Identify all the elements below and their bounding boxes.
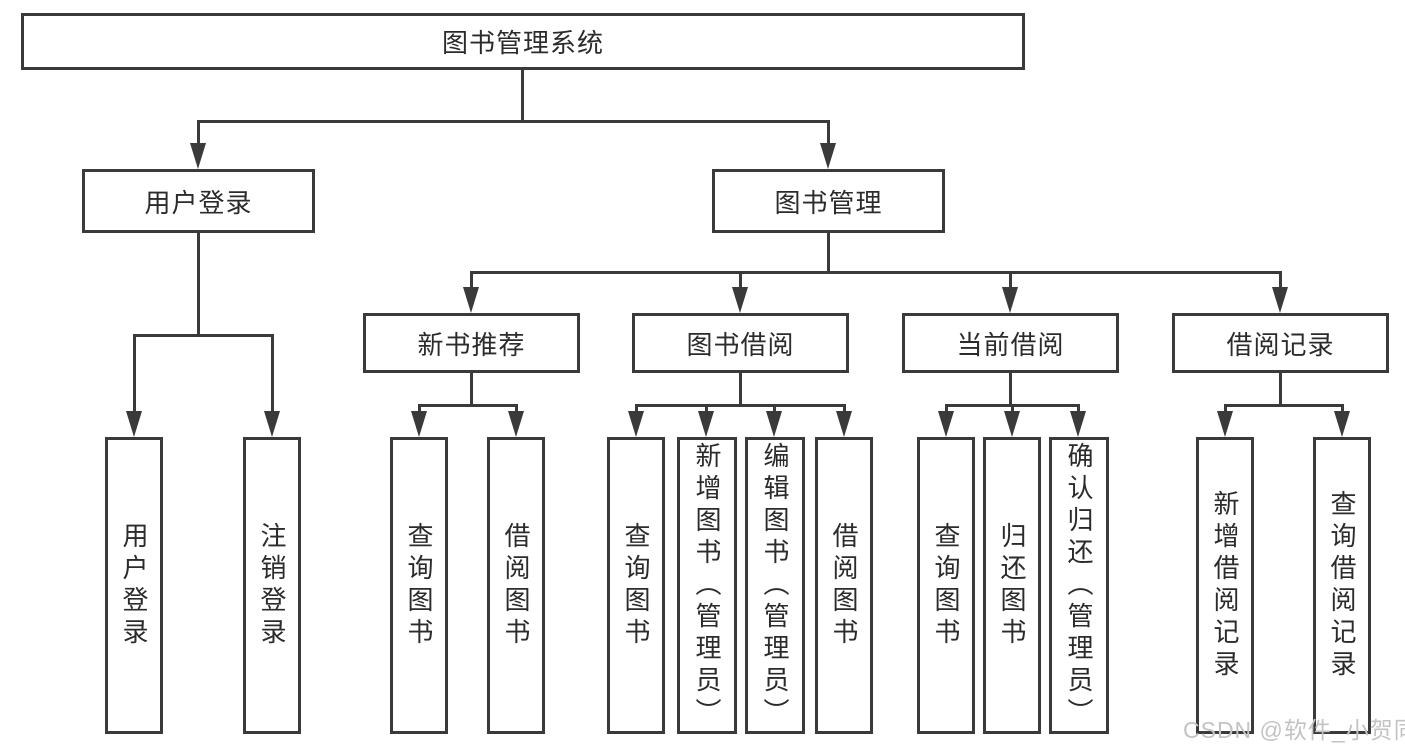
arrow-down-icon xyxy=(190,120,206,169)
node-label: 图书借阅 xyxy=(686,329,795,360)
leaf-query-book-2: 查询图书 xyxy=(607,437,665,734)
connector-line xyxy=(418,404,518,407)
leaf-label: 借阅图书 xyxy=(829,521,859,650)
node-book-borrow: 图书借阅 xyxy=(632,313,849,373)
node-label: 借阅记录 xyxy=(1226,329,1335,360)
leaf-add-book-admin: 新增图书（管理员） xyxy=(677,437,737,734)
node-label: 用户登录 xyxy=(144,187,253,218)
leaf-label: 新增借阅记录 xyxy=(1210,489,1240,682)
arrow-down-icon xyxy=(836,404,852,437)
arrow-down-icon xyxy=(126,334,142,437)
connector-line xyxy=(1009,373,1012,407)
leaf-query-book-3: 查询图书 xyxy=(917,437,975,734)
node-label: 新书推荐 xyxy=(417,329,526,360)
leaf-label: 借阅图书 xyxy=(501,521,531,650)
leaf-label: 确认归还（管理员） xyxy=(1064,441,1094,730)
leaf-logout: 注销登录 xyxy=(243,437,301,734)
leaf-return-book: 归还图书 xyxy=(983,437,1041,734)
node-label: 图书管理 xyxy=(774,187,883,218)
connector-line xyxy=(470,271,1281,274)
leaf-label: 编辑图书（管理员） xyxy=(760,441,790,730)
arrow-down-icon xyxy=(463,271,479,313)
leaf-borrow-book-2: 借阅图书 xyxy=(815,437,873,734)
arrow-down-icon xyxy=(411,404,427,437)
leaf-label: 查询图书 xyxy=(621,521,651,650)
arrow-down-icon xyxy=(698,404,714,437)
leaf-query-borrow-record: 查询借阅记录 xyxy=(1313,437,1371,734)
leaf-edit-book-admin: 编辑图书（管理员） xyxy=(745,437,805,734)
arrow-down-icon xyxy=(1004,404,1020,437)
arrow-down-icon xyxy=(1217,404,1233,437)
arrow-down-icon xyxy=(1002,271,1018,313)
node-label: 图书管理系统 xyxy=(441,28,604,58)
leaf-label: 新增图书（管理员） xyxy=(692,441,722,730)
arrow-down-icon xyxy=(1070,404,1086,437)
connector-line xyxy=(739,373,742,407)
leaf-user-login: 用户登录 xyxy=(105,437,163,734)
arrow-down-icon xyxy=(938,404,954,437)
leaf-label: 注销登录 xyxy=(257,521,287,650)
connector-line xyxy=(1224,404,1343,407)
leaf-add-borrow-record: 新增借阅记录 xyxy=(1196,437,1254,734)
csdn-watermark: CSDN @软件_小贺同学 xyxy=(1183,717,1405,743)
node-label: 当前借阅 xyxy=(956,329,1065,360)
connector-line xyxy=(521,70,524,123)
connector-line xyxy=(635,404,845,407)
node-root-system: 图书管理系统 xyxy=(21,13,1025,70)
leaf-confirm-return-admin: 确认归还（管理员） xyxy=(1049,437,1109,734)
node-book-management: 图书管理 xyxy=(712,169,945,233)
leaf-borrow-book-1: 借阅图书 xyxy=(487,437,545,734)
connector-line xyxy=(827,233,830,274)
arrow-down-icon xyxy=(1272,271,1288,313)
leaf-label: 查询图书 xyxy=(931,521,961,650)
leaf-label: 查询借阅记录 xyxy=(1327,489,1357,682)
connector-line xyxy=(197,120,830,123)
arrow-down-icon xyxy=(628,404,644,437)
connector-line xyxy=(197,233,200,337)
leaf-label: 用户登录 xyxy=(119,521,149,650)
arrow-down-icon xyxy=(732,271,748,313)
arrow-down-icon xyxy=(264,334,280,437)
leaf-label: 查询图书 xyxy=(404,521,434,650)
connector-line xyxy=(470,373,473,407)
connector-line xyxy=(1279,373,1282,407)
arrow-down-icon xyxy=(820,120,836,169)
arrow-down-icon xyxy=(766,404,782,437)
node-user-login: 用户登录 xyxy=(82,169,315,233)
node-new-book-recommend: 新书推荐 xyxy=(363,313,580,373)
arrow-down-icon xyxy=(508,404,524,437)
leaf-label: 归还图书 xyxy=(997,521,1027,650)
connector-line xyxy=(133,334,274,337)
node-borrow-record: 借阅记录 xyxy=(1172,313,1389,373)
arrow-down-icon xyxy=(1334,404,1350,437)
leaf-query-book-1: 查询图书 xyxy=(390,437,448,734)
node-current-borrow: 当前借阅 xyxy=(902,313,1119,373)
